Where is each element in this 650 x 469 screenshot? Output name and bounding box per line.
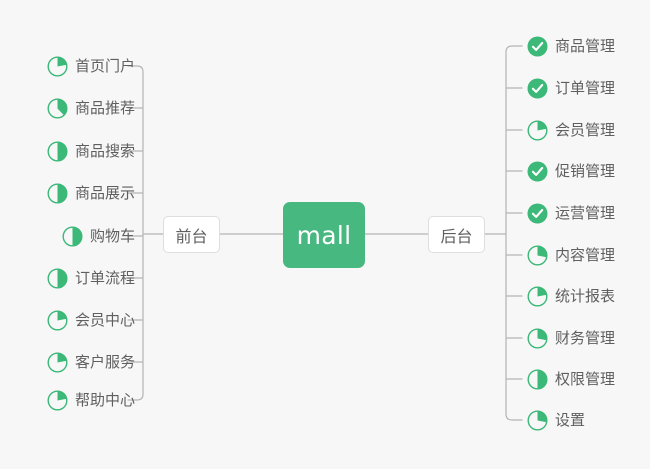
check-circle-icon <box>527 36 548 57</box>
mindmap-item[interactable]: 促销管理 <box>527 156 615 186</box>
mindmap-item-label: 财务管理 <box>555 328 616 347</box>
check-circle-icon <box>527 36 548 56</box>
mindmap-item-label: 内容管理 <box>555 245 616 264</box>
check-circle-icon <box>527 78 548 99</box>
check-circle-icon <box>527 161 548 181</box>
mindmap-item-label: 商品展示 <box>74 183 135 202</box>
pie-progress-icon <box>527 409 548 431</box>
pie-progress-icon <box>47 351 68 373</box>
mindmap-item[interactable]: 内容管理 <box>527 240 615 270</box>
mindmap-item-label: 帮助中心 <box>74 390 135 409</box>
pie-progress-icon <box>47 140 68 162</box>
pie-progress-icon <box>47 309 68 331</box>
pie-progress-icon <box>527 244 548 266</box>
mindmap-item-label: 商品推荐 <box>74 98 135 117</box>
mindmap-item-label: 订单流程 <box>74 268 135 287</box>
mindmap-item-label: 首页门户 <box>74 56 135 75</box>
mindmap-item[interactable]: 权限管理 <box>527 364 615 394</box>
mindmap-item[interactable]: 设置 <box>527 405 585 435</box>
pie-progress-icon <box>527 244 548 266</box>
check-circle-icon <box>527 203 548 223</box>
mindmap-item[interactable]: 会员管理 <box>527 115 615 145</box>
pie-progress-icon <box>47 182 68 204</box>
node-backend[interactable]: 后台 <box>428 216 485 253</box>
mindmap-item[interactable]: 商品管理 <box>527 31 615 61</box>
pie-progress-icon <box>47 389 68 411</box>
mindmap-item-label: 运营管理 <box>555 203 616 222</box>
pie-progress-icon <box>527 119 548 141</box>
mindmap-item-label: 设置 <box>555 410 586 429</box>
mindmap-item[interactable]: 帮助中心 <box>47 385 135 415</box>
mindmap-item-label: 会员中心 <box>74 310 135 329</box>
check-circle-icon <box>527 161 548 182</box>
pie-progress-icon <box>47 267 68 289</box>
mindmap-item-label: 商品搜索 <box>74 141 135 160</box>
node-root-mall[interactable]: mall <box>283 202 365 268</box>
mindmap-item[interactable]: 商品搜索 <box>47 136 135 166</box>
check-circle-icon <box>527 203 548 224</box>
pie-progress-icon <box>47 309 68 331</box>
mindmap-item[interactable]: 首页门户 <box>47 51 135 81</box>
pie-progress-icon <box>527 285 548 307</box>
pie-progress-icon <box>47 389 68 411</box>
mindmap-item[interactable]: 购物车 <box>62 221 135 251</box>
pie-progress-icon <box>527 327 548 349</box>
mindmap-item[interactable]: 统计报表 <box>527 281 615 311</box>
pie-progress-icon <box>47 182 68 204</box>
mindmap-item[interactable]: 商品推荐 <box>47 93 135 123</box>
mindmap-item-label: 会员管理 <box>555 120 616 139</box>
mindmap-item[interactable]: 商品展示 <box>47 178 135 208</box>
pie-progress-icon <box>527 285 548 307</box>
mindmap-item-label: 促销管理 <box>555 161 616 180</box>
mindmap-item[interactable]: 会员中心 <box>47 305 135 335</box>
mindmap-item[interactable]: 客户服务 <box>47 347 135 377</box>
pie-progress-icon <box>527 368 548 390</box>
pie-progress-icon <box>527 409 548 431</box>
pie-progress-icon <box>47 97 68 119</box>
mindmap-item-label: 商品管理 <box>555 36 616 55</box>
mindmap-item[interactable]: 订单流程 <box>47 263 135 293</box>
pie-progress-icon <box>47 55 68 77</box>
pie-progress-icon <box>47 55 68 77</box>
mindmap-item-label: 购物车 <box>89 226 135 245</box>
mindmap-item[interactable]: 财务管理 <box>527 323 615 353</box>
check-circle-icon <box>527 78 548 98</box>
pie-progress-icon <box>62 225 83 247</box>
mindmap-item-label: 统计报表 <box>555 286 616 305</box>
pie-progress-icon <box>47 267 68 289</box>
pie-progress-icon <box>47 97 68 119</box>
pie-progress-icon <box>62 225 83 247</box>
pie-progress-icon <box>527 368 548 390</box>
pie-progress-icon <box>527 119 548 141</box>
pie-progress-icon <box>527 327 548 349</box>
mindmap-item[interactable]: 运营管理 <box>527 198 615 228</box>
mindmap-item-label: 权限管理 <box>555 369 616 388</box>
mindmap-item-label: 客户服务 <box>74 352 135 371</box>
mindmap-item-label: 订单管理 <box>555 78 616 97</box>
pie-progress-icon <box>47 140 68 162</box>
mindmap-item[interactable]: 订单管理 <box>527 73 615 103</box>
node-frontend[interactable]: 前台 <box>163 216 220 253</box>
pie-progress-icon <box>47 351 68 373</box>
